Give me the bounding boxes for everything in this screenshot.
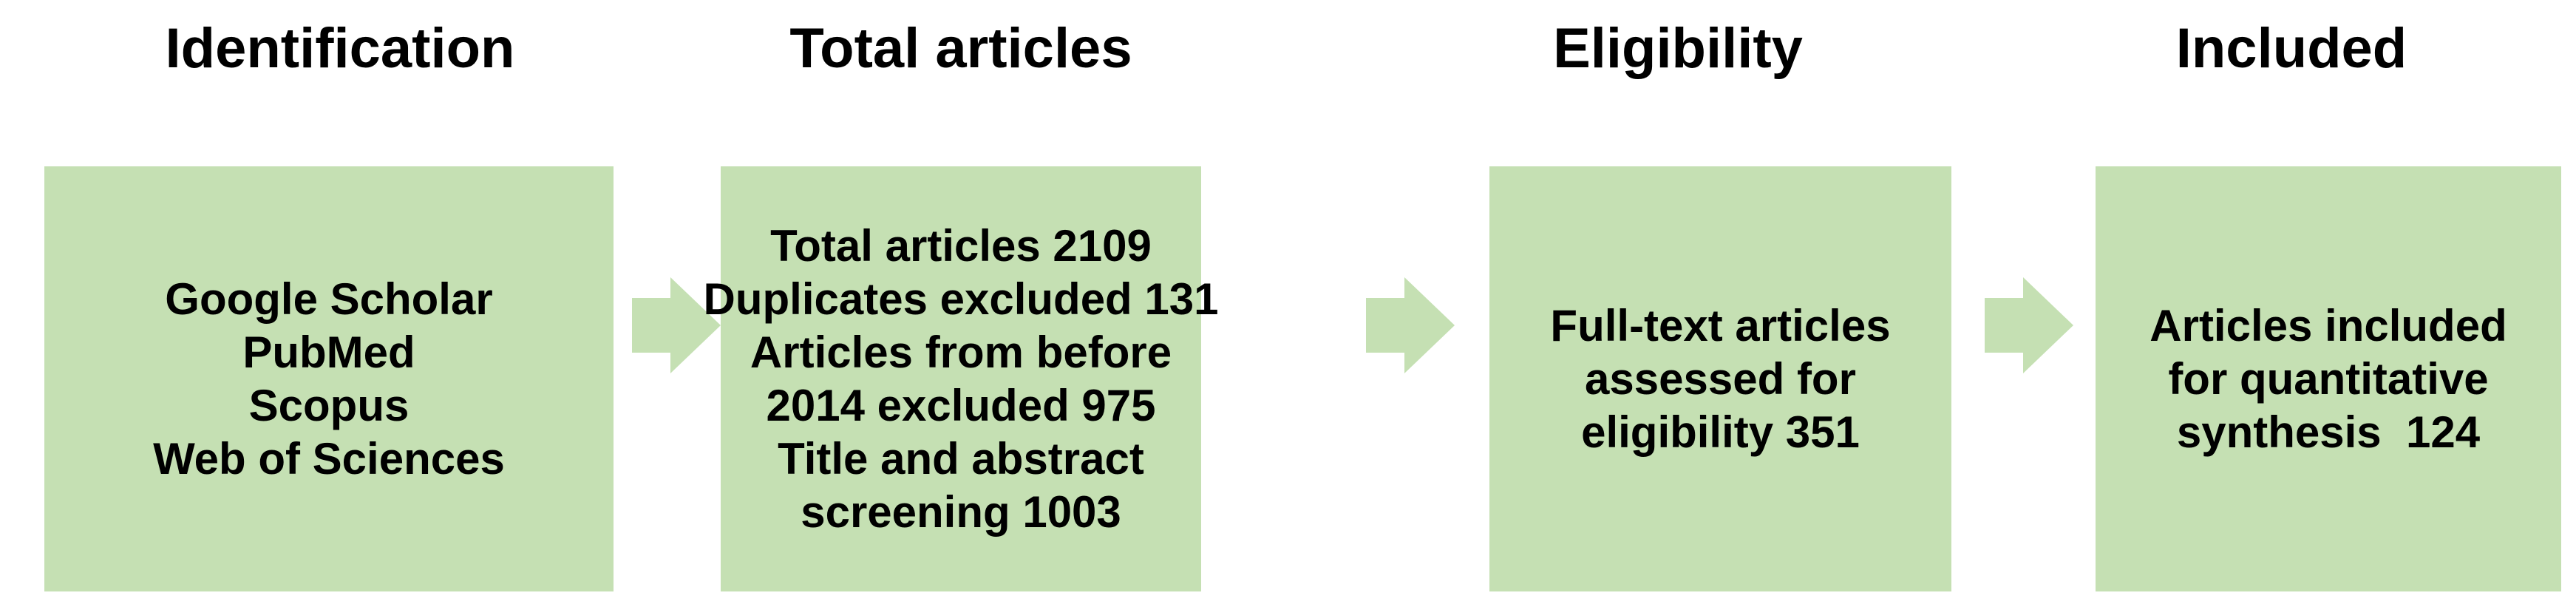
box-line: eligibility 351 [1581,407,1860,457]
box-line: Google Scholar [165,274,493,324]
box-line: Articles included [2150,300,2507,350]
identification-box-text: Google Scholar PubMed Scopus Web of Scie… [153,273,505,486]
box-line: Scopus [248,380,409,430]
eligibility-box-text: Full-text articles assessed for eligibil… [1550,299,1890,459]
stage-title-identification: Identification [165,16,515,80]
box-line: for quantitative [2168,353,2489,404]
right-arrow-icon [1366,277,1455,373]
right-arrow-icon [1985,277,2073,373]
box-line: 2014 excluded 975 [766,380,1156,430]
box-line: assessed for [1585,353,1856,404]
stage-title-total-articles: Total articles [789,16,1132,80]
included-box: Articles included for quantitative synth… [2096,166,2561,591]
stage-title-eligibility: Eligibility [1553,16,1803,80]
box-line: Total articles 2109 [770,220,1152,271]
box-line: Full-text articles [1550,300,1891,350]
total-articles-box-text: Total articles 2109 Duplicates excluded … [704,220,1219,539]
box-line: Web of Sciences [153,433,505,484]
total-articles-box: Total articles 2109 Duplicates excluded … [704,166,1219,591]
box-line: synthesis 124 [2176,407,2481,457]
box-line: screening 1003 [801,486,1121,537]
right-arrow-icon [632,277,721,373]
eligibility-box: Full-text articles assessed for eligibil… [1489,166,1951,591]
identification-box: Google Scholar PubMed Scopus Web of Scie… [44,166,614,591]
box-line: Articles from before [750,327,1172,377]
box-line: Duplicates excluded 131 [703,274,1219,324]
included-box-text: Articles included for quantitative synth… [2150,299,2507,459]
stage-title-included: Included [2175,16,2407,80]
box-line: PubMed [242,327,415,377]
box-line: Title and abstract [778,433,1144,484]
